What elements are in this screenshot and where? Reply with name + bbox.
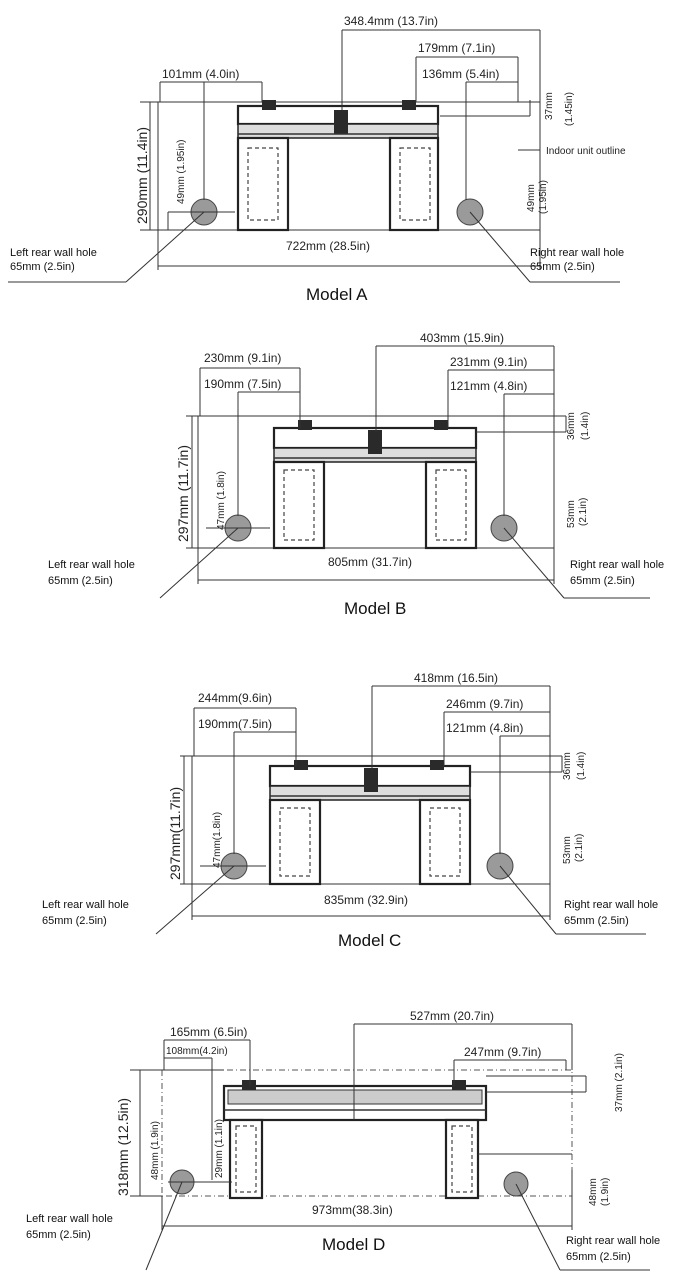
- model-c-right-hole-size: 65mm (2.5in): [564, 915, 629, 927]
- model-c-top-right-a: 36mm: [562, 752, 573, 780]
- model-b-right-dim2: 121mm (4.8in): [450, 379, 527, 393]
- model-d-unit: [222, 1080, 488, 1200]
- model-d-height-dim: 318mm (12.5in): [115, 1098, 131, 1196]
- model-d-top-dim: 527mm (20.7in): [410, 1009, 494, 1023]
- model-b-left-dim1: 230mm (9.1in): [204, 351, 281, 365]
- model-a-left-hole-label: Left rear wall hole: [10, 247, 97, 259]
- model-c-right-dim1: 246mm (9.7in): [446, 697, 523, 711]
- model-a-right-dim1: 179mm (7.1in): [418, 41, 495, 55]
- model-b-top-right-b: (1.4in): [580, 412, 591, 440]
- model-d-left-hole-label: Left rear wall hole: [26, 1213, 113, 1225]
- model-c-title: Model C: [338, 931, 401, 950]
- model-c-diagram: 418mm (16.5in) 244mm(9.6in) 190mm(7.5in)…: [42, 671, 658, 950]
- model-a-title: Model A: [306, 285, 368, 304]
- model-a-unit: [236, 100, 440, 232]
- model-b-left-hole-label: Left rear wall hole: [48, 559, 135, 571]
- model-a-top-right-b: (1.45in): [564, 92, 575, 126]
- model-a-height-dim: 290mm (11.4in): [134, 127, 150, 224]
- model-c-left-dim1: 244mm(9.6in): [198, 691, 272, 705]
- model-a-width-dim: 722mm (28.5in): [286, 239, 370, 253]
- model-b-right-hole-size: 65mm (2.5in): [570, 575, 635, 587]
- model-c-right-small-b: (2.1in): [574, 834, 585, 862]
- model-b-top-dim: 403mm (15.9in): [420, 331, 504, 345]
- model-b-height-dim: 297mm (11.7in): [175, 445, 191, 542]
- model-b-title: Model B: [344, 599, 406, 618]
- model-c-left-hole-size: 65mm (2.5in): [42, 915, 107, 927]
- model-d-left-small: 48mm (1.9in): [150, 1121, 161, 1180]
- model-d-right-dim1: 247mm (9.7in): [464, 1045, 541, 1059]
- model-a-left-hole-size: 65mm (2.5in): [10, 261, 75, 273]
- model-a-top-right-a: 37mm: [544, 92, 555, 120]
- model-a-right-hole-label: Right rear wall hole: [530, 247, 624, 259]
- model-d-left-hole-size: 65mm (2.5in): [26, 1229, 91, 1241]
- model-c-right-dim2: 121mm (4.8in): [446, 721, 523, 735]
- model-b-top-right-a: 36mm: [566, 412, 577, 440]
- model-a-right-small-b: (1.95in): [538, 180, 549, 214]
- model-b-unit: [272, 420, 478, 550]
- model-d-right-small-a: 48mm: [588, 1178, 599, 1206]
- model-a-right-dim2: 136mm (5.4in): [422, 67, 499, 81]
- model-c-right-hole-label: Right rear wall hole: [564, 899, 658, 911]
- model-c-height-dim: 297mm(11.7in): [167, 787, 183, 880]
- model-c-unit: [268, 760, 472, 886]
- model-a-top-dim: 348.4mm (13.7in): [344, 14, 438, 28]
- model-c-left-small: 47mm(1.8in): [212, 812, 223, 868]
- model-b-right-small-b: (2.1in): [578, 498, 589, 526]
- model-c-top-dim: 418mm (16.5in): [414, 671, 498, 685]
- model-a-right-hole-size: 65mm (2.5in): [530, 261, 595, 273]
- model-b-right-small-a: 53mm: [566, 500, 577, 528]
- model-d-title: Model D: [322, 1235, 385, 1254]
- model-a-right-small-a: 49mm: [526, 184, 537, 212]
- model-b-diagram: 403mm (15.9in) 230mm (9.1in) 190mm (7.5i…: [48, 331, 664, 618]
- model-a-diagram: 348.4mm (13.7in) 179mm (7.1in) 136mm (5.…: [8, 14, 626, 304]
- model-d-top-right: 37mm (2.1in): [614, 1053, 625, 1112]
- model-b-right-dim1: 231mm (9.1in): [450, 355, 527, 369]
- model-b-left-dim2: 190mm (7.5in): [204, 377, 281, 391]
- model-d-right-hole-size: 65mm (2.5in): [566, 1251, 631, 1263]
- model-c-left-hole-label: Left rear wall hole: [42, 899, 129, 911]
- model-b-left-small: 47mm (1.8in): [216, 471, 227, 530]
- model-d-outline: [161, 1069, 573, 1197]
- model-a-outline: [157, 101, 541, 231]
- model-b-left-hole-size: 65mm (2.5in): [48, 575, 113, 587]
- model-c-width-dim: 835mm (32.9in): [324, 893, 408, 907]
- model-d-diagram: 527mm (20.7in) 165mm (6.5in) 108mm(4.2in…: [26, 1009, 660, 1271]
- model-c-left-dim2: 190mm(7.5in): [198, 717, 272, 731]
- model-a-outline-label: Indoor unit outline: [546, 146, 626, 157]
- model-b-width-dim: 805mm (31.7in): [328, 555, 412, 569]
- model-d-right-hole-label: Right rear wall hole: [566, 1235, 660, 1247]
- model-d-left-small2: 29mm (1.1in): [214, 1119, 225, 1178]
- model-c-outline: [191, 755, 551, 885]
- model-a-left-small: 49mm (1.95in): [176, 140, 187, 204]
- model-c-top-right-b: (1.4in): [576, 752, 587, 780]
- model-d-left-dim2: 108mm(4.2in): [166, 1046, 228, 1057]
- model-b-right-hole-label: Right rear wall hole: [570, 559, 664, 571]
- model-d-width-dim: 973mm(38.3in): [312, 1203, 393, 1217]
- model-d-right-small-b: (1.9in): [600, 1178, 611, 1206]
- model-c-right-small-a: 53mm: [562, 836, 573, 864]
- model-d-left-dim1: 165mm (6.5in): [170, 1025, 247, 1039]
- model-a-left-dim: 101mm (4.0in): [162, 67, 239, 81]
